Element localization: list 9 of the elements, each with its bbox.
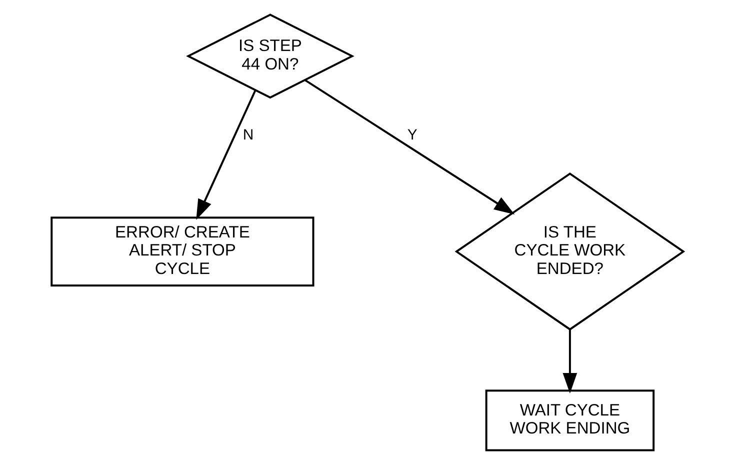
edge-label: N (242, 127, 254, 144)
node-diamond: IS STEP 44 ON? (186, 14, 354, 99)
node-diamond: IS THE CYCLE WORK ENDED? (454, 172, 686, 331)
node-box: ERROR/ CREATE ALERT/ STOP CYCLE (50, 216, 314, 286)
edge-label: Y (407, 127, 418, 144)
arrow (304, 79, 515, 214)
node-box: WAIT CYCLE WORK ENDING (485, 390, 655, 452)
arrow (562, 330, 578, 394)
arrow (196, 90, 256, 220)
